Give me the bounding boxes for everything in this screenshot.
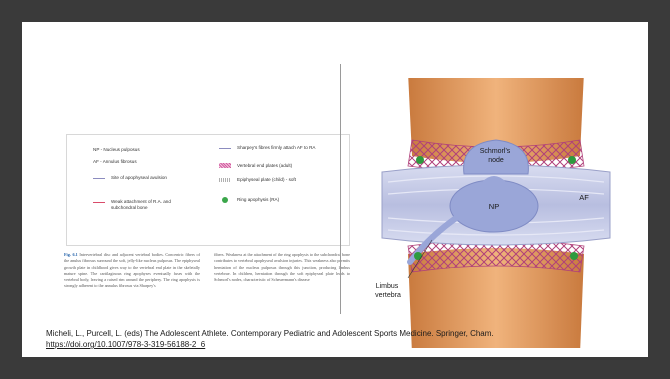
legend-epiphyseal-text: Epiphyseal plate (child) - soft: [237, 177, 297, 183]
schmorl-label-line: Schmorl's: [480, 148, 511, 155]
schmorl-label-line: node: [488, 157, 504, 164]
ring-dot-icon: [222, 197, 228, 203]
legend-np-text: NP - Nucleus pulposus: [93, 147, 140, 153]
legend-sharpey: Sharpey's fibres firmly attach AF to RA: [219, 145, 339, 151]
caption-col-1: Fig. 6.1 Intervertebral disc and adjacen…: [64, 252, 200, 290]
legend-np: NP - Nucleus pulposus: [93, 147, 140, 153]
legend-endplate-text: Vertebral end plates (adult): [237, 163, 292, 169]
figure-legend: NP - Nucleus pulposus AF - Annulus fibro…: [66, 134, 350, 246]
legend-weak: Weak attachment of R.A. and subchondral …: [93, 199, 203, 211]
legend-ring-text: Ring apophysis (RA): [237, 197, 279, 203]
ring-apophysis-dot: [416, 156, 424, 164]
citation-text: Micheli, L., Purcell, L. (eds) The Adole…: [46, 328, 646, 339]
endplate-swatch-icon: [219, 163, 231, 168]
avulsion-line-icon: [93, 178, 105, 179]
legend-af: AF - Annulus fibrosus: [93, 159, 137, 165]
limbus-label: Limbus vertebra: [375, 283, 401, 299]
caption-col-2: fibers. Weakness at the attachment of th…: [214, 252, 350, 283]
citation-doi-link[interactable]: https://doi.org/10.1007/978-3-319-56188-…: [46, 340, 205, 349]
book-page-image: NP - Nucleus pulposus AF - Annulus fibro…: [42, 42, 342, 332]
caption-label: Fig. 6.1: [64, 252, 78, 257]
legend-sharpey-text: Sharpey's fibres firmly attach AF to RA: [237, 145, 317, 151]
limbus-label-line: Limbus: [376, 283, 399, 290]
spine-diagram: Schmorl's node NP AF Limbus vertebra: [348, 78, 646, 348]
af-label: AF: [579, 193, 589, 202]
legend-endplate: Vertebral end plates (adult): [219, 163, 339, 169]
limbus-label-line: vertebra: [375, 292, 401, 299]
caption-text-1: Intervertebral disc and adjacent vertebr…: [64, 252, 200, 288]
legend-epiphyseal: Epiphyseal plate (child) - soft: [219, 177, 339, 183]
legend-ring: Ring apophysis (RA): [219, 197, 339, 203]
ring-apophysis-dot: [568, 156, 576, 164]
spine-diagram-svg: Schmorl's node NP AF Limbus vertebra: [348, 78, 646, 348]
legend-af-text: AF - Annulus fibrosus: [93, 159, 137, 165]
panel-divider: [340, 64, 341, 314]
citation: Micheli, L., Purcell, L. (eds) The Adole…: [46, 328, 646, 350]
legend-avulsion: Site of apophyseal avulsion: [93, 175, 203, 181]
slide: NP - Nucleus pulposus AF - Annulus fibro…: [22, 22, 648, 357]
weak-line-icon: [93, 202, 105, 203]
np-label: NP: [489, 202, 499, 211]
ring-apophysis-dot: [570, 252, 578, 260]
legend-weak-text: Weak attachment of R.A. and subchondral …: [111, 199, 177, 211]
epiphyseal-swatch-icon: [219, 178, 231, 182]
caption-text-2: fibers. Weakness at the attachment of th…: [214, 252, 350, 282]
ring-apophysis-dot: [414, 252, 422, 260]
sharpey-line-icon: [219, 148, 231, 149]
legend-avulsion-text: Site of apophyseal avulsion: [111, 175, 171, 181]
